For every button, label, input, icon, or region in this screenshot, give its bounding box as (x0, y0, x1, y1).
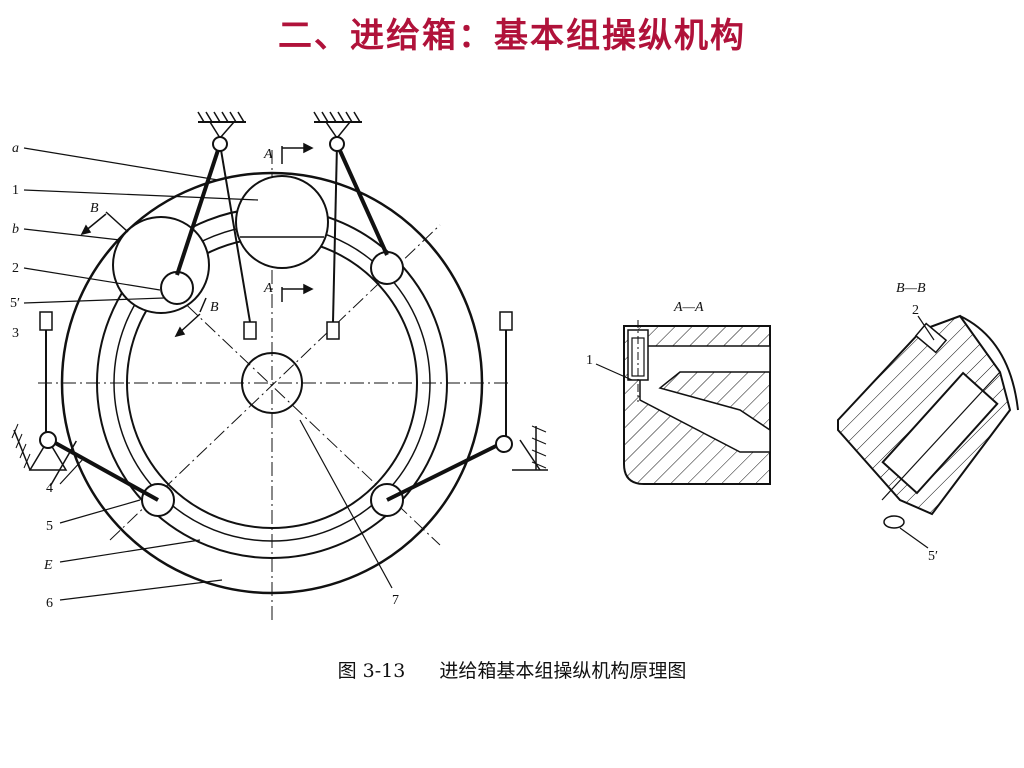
figure-caption: 图 3-13 进给箱基本组操纵机构原理图 (0, 656, 1024, 683)
figure-number: 图 3-13 (337, 660, 406, 682)
top-supports (197, 111, 362, 139)
left-side-lever (11, 330, 159, 502)
section-BB-roller-end (883, 515, 905, 529)
section-BB-title: B—B (896, 281, 926, 296)
section-BB-shaft (881, 371, 999, 495)
section-BB-arc (959, 315, 1019, 411)
label-B-right: B (210, 300, 219, 315)
top-pivots (212, 136, 345, 152)
slide-title: 二、进给箱：基本组操纵机构 (278, 16, 746, 56)
top-pull-blocks (243, 321, 340, 340)
section-BB-label-2: 2 (912, 303, 919, 318)
label-7: 7 (392, 593, 399, 608)
section-A-marks (281, 142, 314, 302)
upper-pockets (112, 175, 329, 314)
section-B-marks (80, 211, 207, 338)
left-pull-block (39, 311, 53, 331)
top-levers (175, 143, 389, 323)
section-BB: B—B 2 5′ (837, 281, 1019, 564)
section-AA-label-1: 1 (586, 353, 593, 368)
roller-upper-left (160, 271, 194, 305)
roller-upper-right (370, 251, 404, 285)
section-AA-title: A—A (673, 300, 704, 315)
label-a: a (12, 141, 19, 156)
pocket-1 (235, 175, 329, 269)
right-side-lever (386, 330, 548, 502)
label-5-prime: 5′ (10, 296, 20, 311)
section-BB-pin (914, 322, 948, 354)
section-AA: A—A 1 (586, 300, 771, 485)
label-A-top: A (263, 147, 273, 162)
label-B-left: B (90, 201, 99, 216)
section-AA-slot (639, 345, 771, 453)
label-A-mid: A (263, 281, 273, 296)
right-pull-block (499, 311, 513, 331)
label-3: 3 (12, 326, 19, 341)
label-b: b (12, 222, 19, 237)
figure-caption-text: 进给箱基本组操纵机构原理图 (439, 660, 687, 682)
right-side-pivot (495, 435, 513, 453)
label-1: 1 (12, 183, 19, 198)
label-4: 4 (46, 481, 53, 496)
left-side-pivot (39, 431, 57, 449)
label-2: 2 (12, 261, 19, 276)
leader-lines (23, 147, 393, 601)
label-E: E (43, 558, 53, 573)
section-BB-label-5p: 5′ (928, 549, 938, 564)
label-5: 5 (46, 519, 53, 534)
label-6: 6 (46, 596, 53, 611)
